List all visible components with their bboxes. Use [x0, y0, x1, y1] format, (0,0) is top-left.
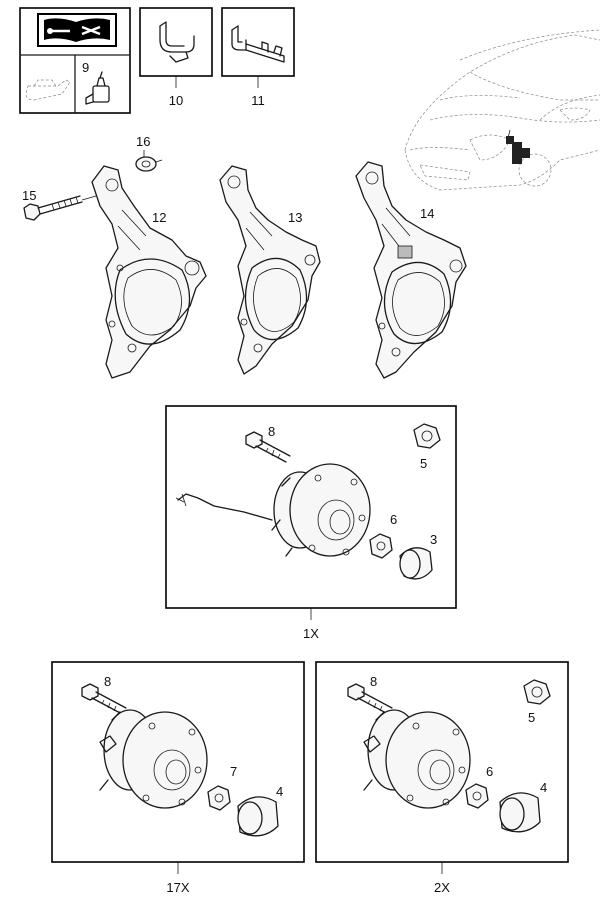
callout-12: 12	[152, 210, 166, 225]
callout-5-2x: 5	[528, 710, 535, 725]
caption-17x: 17X	[166, 880, 189, 895]
callout-6-1x: 6	[390, 512, 397, 527]
clip-with-bar-icon	[231, 25, 285, 63]
service-manual-icon	[37, 13, 117, 47]
callout-4-17x: 4	[276, 784, 283, 799]
clip-box-11: 11	[221, 7, 295, 108]
washer-16: 16	[135, 134, 163, 172]
callout-11: 11	[251, 93, 265, 108]
callout-9: 9	[82, 60, 89, 75]
caption-1x: 1X	[303, 626, 319, 641]
steering-knuckle-13: 13	[219, 165, 321, 375]
callout-3: 3	[430, 532, 437, 547]
oil-can-icon	[25, 79, 71, 101]
caption-2x: 2X	[434, 880, 450, 895]
callout-8-1x: 8	[268, 424, 275, 439]
callout-14: 14	[420, 206, 434, 221]
callout-10: 10	[169, 93, 183, 108]
steering-knuckle-12: 12	[91, 165, 207, 379]
clip-icon	[159, 21, 195, 63]
callout-16: 16	[136, 134, 150, 149]
clip-box-10: 10	[139, 7, 213, 108]
callout-13: 13	[288, 210, 302, 225]
bolt-15: 15	[22, 188, 97, 221]
callout-15: 15	[22, 188, 36, 203]
callout-7: 7	[230, 764, 237, 779]
callout-8-17x: 8	[104, 674, 111, 689]
callout-5-1x: 5	[420, 456, 427, 471]
glue-bottle-icon	[85, 71, 110, 105]
steering-knuckle-14: 14	[355, 161, 467, 379]
info-block: 9	[19, 7, 131, 114]
highlighted-wheel-hub-icon	[506, 129, 530, 164]
vehicle-location-sketch	[404, 29, 600, 191]
callout-8-2x: 8	[370, 674, 377, 689]
hub-assembly-box-1x: 8 5 6 3 1X	[165, 405, 457, 641]
hub-assembly-box-2x: 8 5 6 4 2X	[315, 661, 569, 895]
callout-4-2x: 4	[540, 780, 547, 795]
hub-assembly-box-17x: 8 7 4 17X	[51, 661, 305, 895]
callout-6-2x: 6	[486, 764, 493, 779]
